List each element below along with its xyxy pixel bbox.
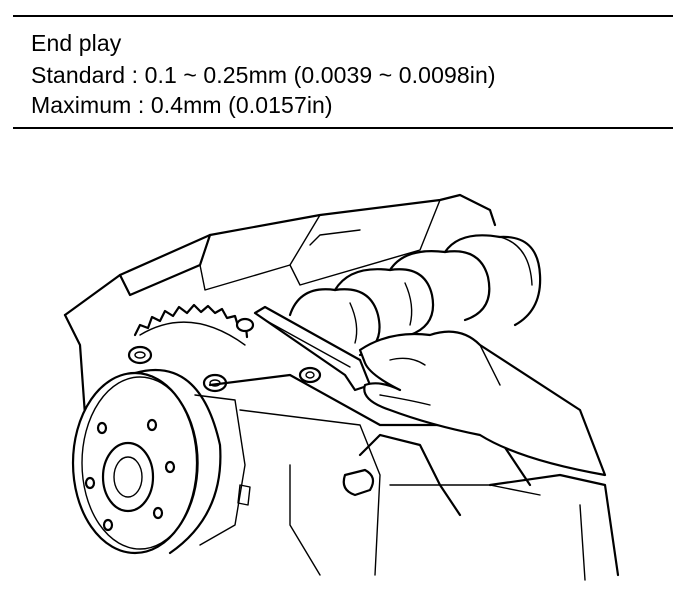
specification-box: End play Standard : 0.1 ~ 0.25mm (0.0039… xyxy=(13,15,673,129)
spec-standard: Standard : 0.1 ~ 0.25mm (0.0039 ~ 0.0098… xyxy=(31,62,496,88)
spec-maximum: Maximum : 0.4mm (0.0157in) xyxy=(31,92,333,118)
spec-title: End play xyxy=(31,30,122,56)
engine-illustration xyxy=(60,185,620,585)
camshaft-end-play-illustration-icon xyxy=(63,193,620,581)
